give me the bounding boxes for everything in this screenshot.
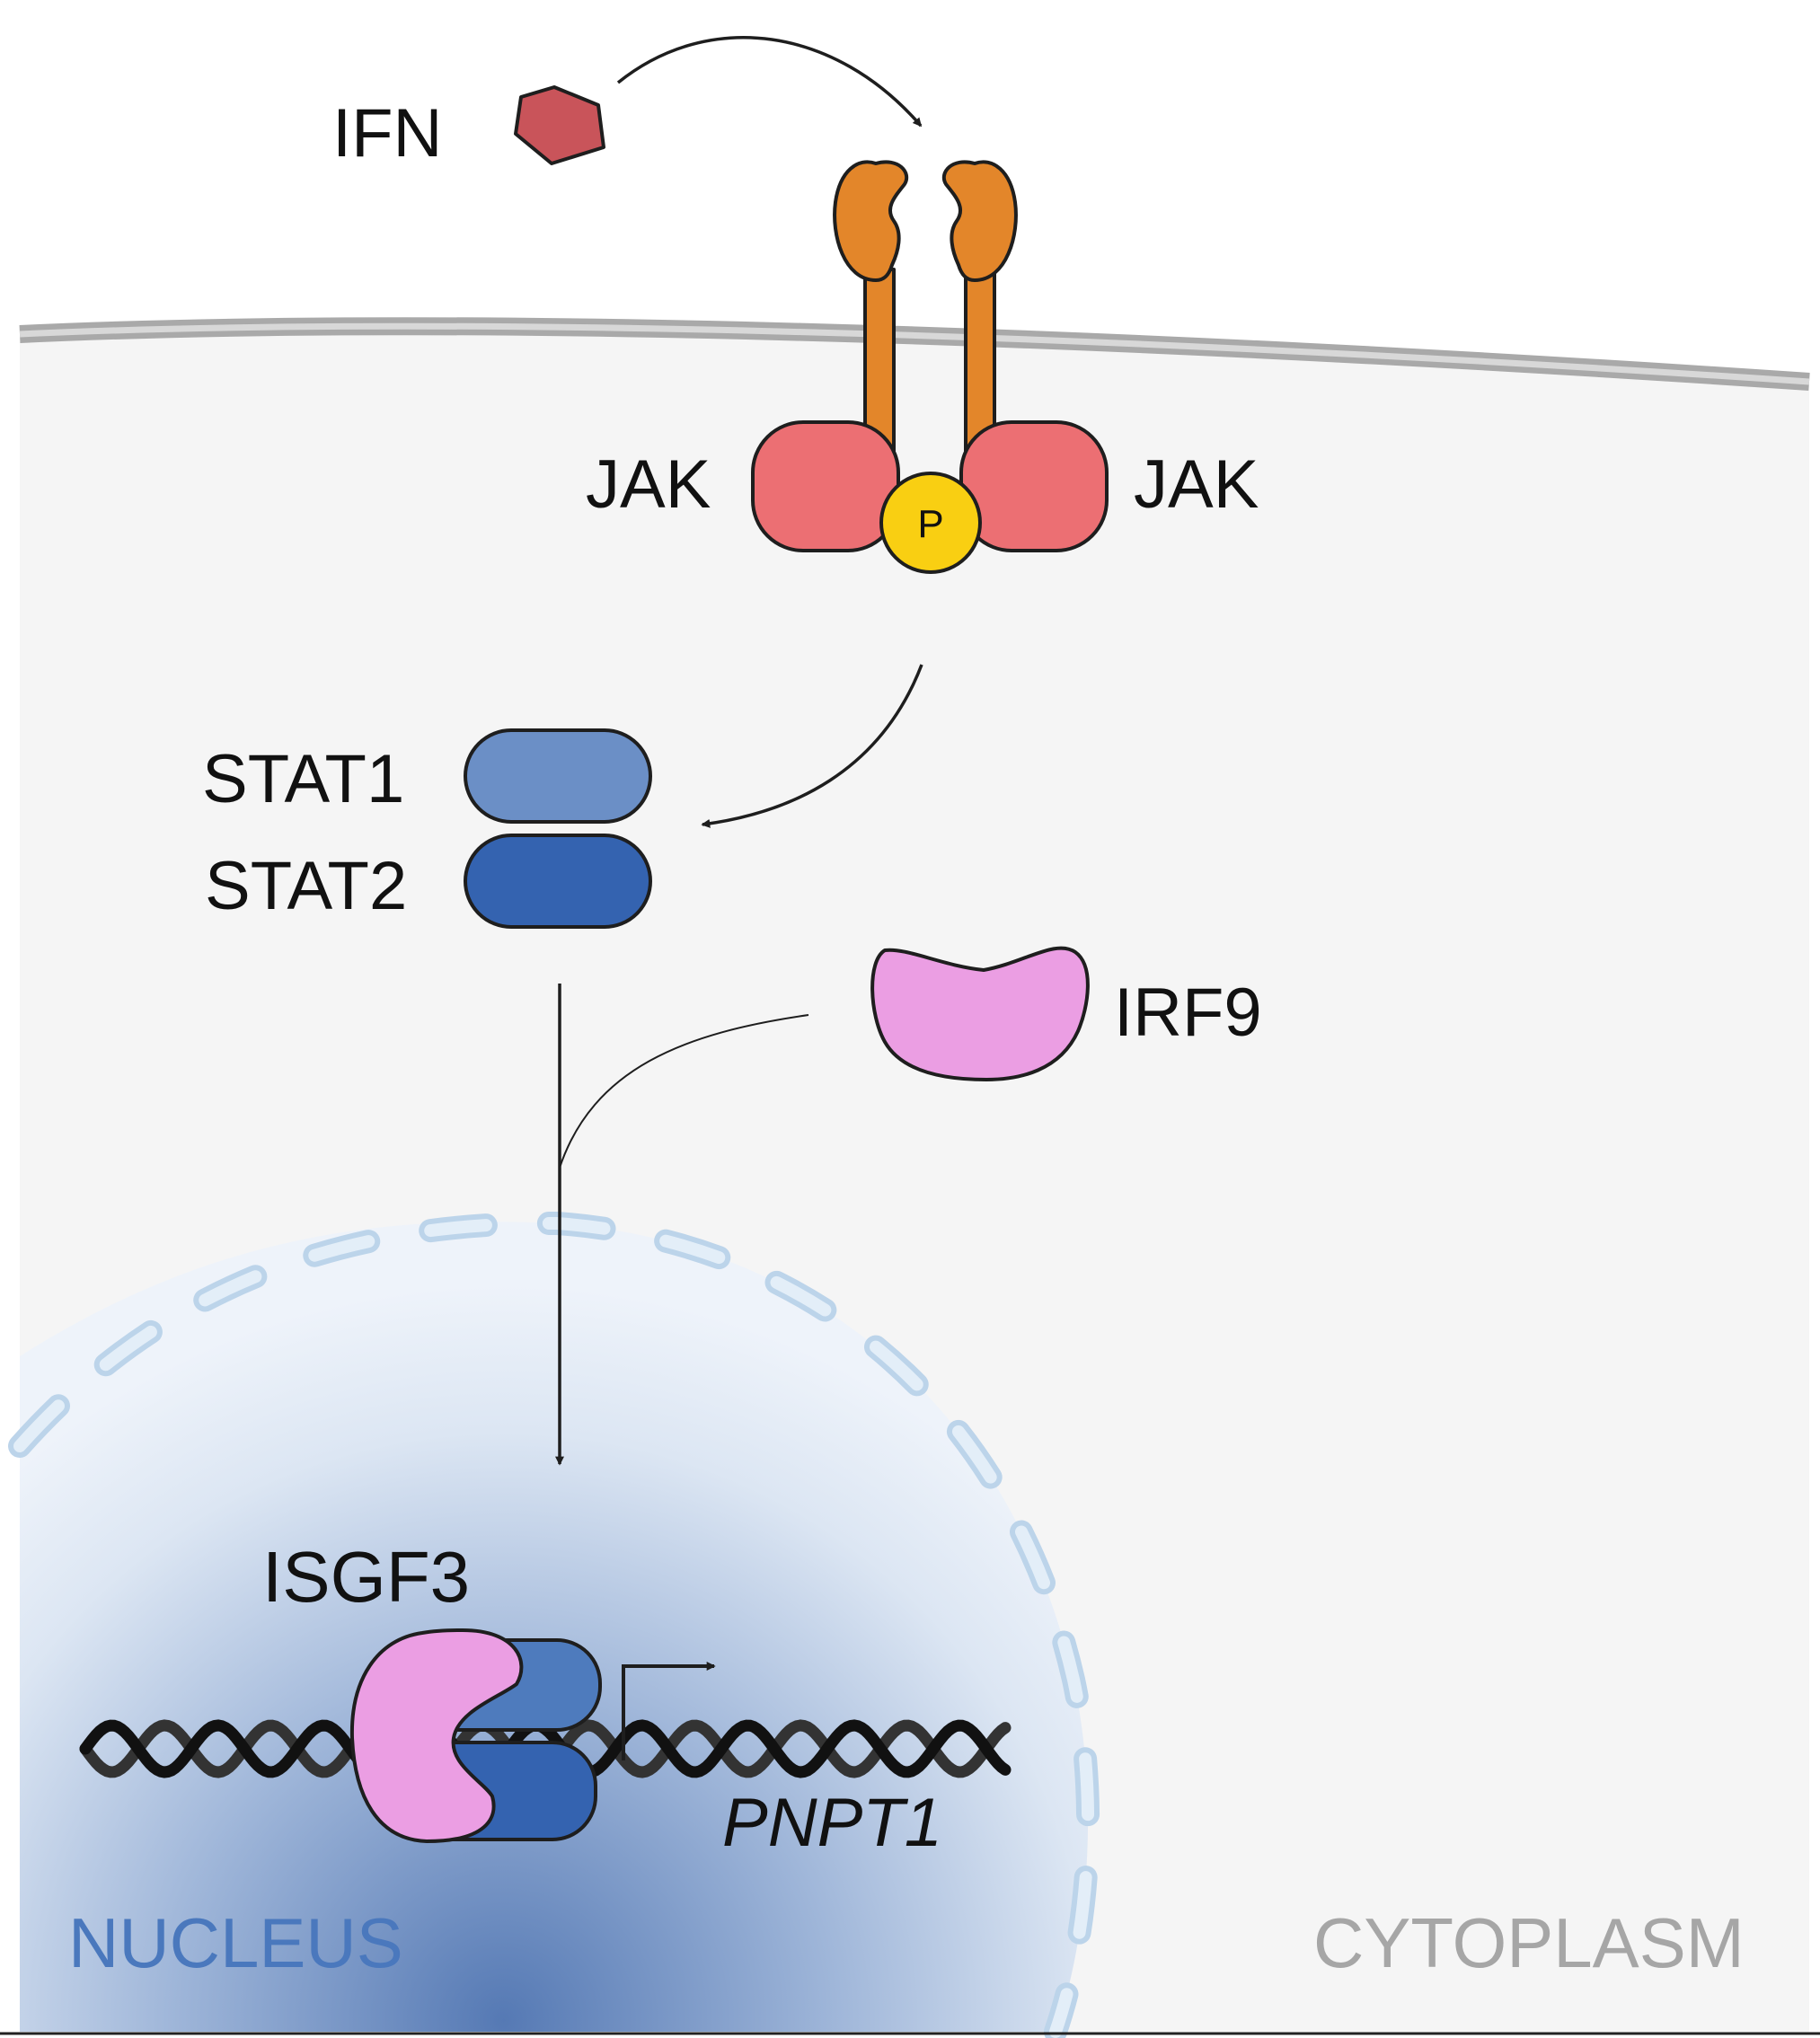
transcription-start-arrow	[622, 1662, 716, 1760]
isgf3-irf9	[349, 1628, 524, 1843]
isgf3-label: ISGF3	[262, 1537, 470, 1617]
isgf3-complex	[349, 1628, 602, 1843]
irf9	[870, 946, 1090, 1081]
jak-left-label: JAK	[586, 446, 711, 523]
stat2	[464, 834, 652, 929]
nuclear-envelope-inner	[13, 1216, 1095, 2038]
nucleus-label: NUCLEUS	[68, 1903, 403, 1982]
phosphate-label: P	[917, 502, 943, 546]
ifn-receptor	[833, 160, 1018, 478]
nucleus-area	[20, 1222, 1089, 2032]
stat1-label: STAT1	[202, 741, 404, 817]
gene-label: PNPT1	[722, 1785, 942, 1861]
phosphate	[879, 472, 982, 574]
cell-membrane	[19, 317, 1810, 391]
ifn-ligand	[514, 85, 605, 165]
ifn-label: IFN	[332, 95, 442, 172]
ifn-arrow	[616, 36, 923, 128]
stat2-label: STAT2	[205, 848, 407, 924]
jak-right	[959, 420, 1109, 552]
irf9-label: IRF9	[1114, 975, 1262, 1051]
jak-to-stat-arrow	[701, 664, 923, 828]
stat1	[464, 728, 652, 824]
jak-left	[751, 420, 900, 552]
jak-right-label: JAK	[1134, 446, 1259, 523]
cytoplasm-label: CYTOPLASM	[1313, 1903, 1745, 1982]
irf9-join-line	[559, 1014, 809, 1169]
